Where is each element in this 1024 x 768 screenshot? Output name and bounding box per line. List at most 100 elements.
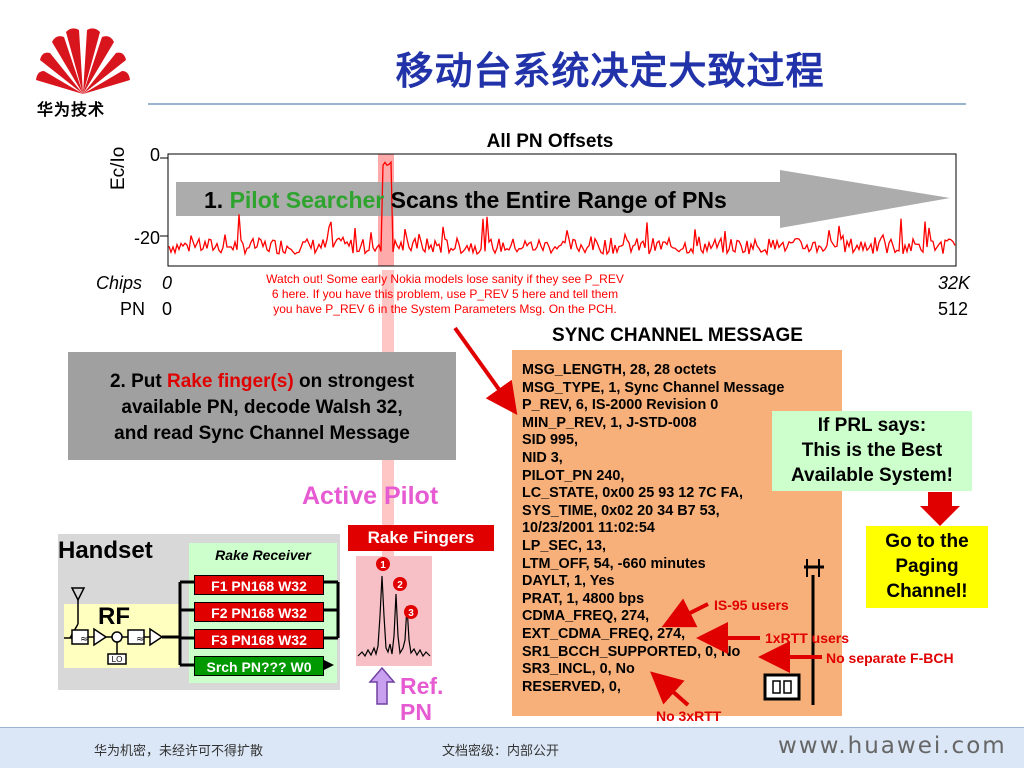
slide-title: 移动台系统决定大致过程 — [395, 48, 825, 93]
step2-suffix: on strongest — [298, 371, 415, 392]
prl-line-1: If PRL says: — [817, 415, 927, 436]
handset-wiring: ≈ ≈ LO — [64, 580, 340, 670]
handset-title: Handset — [58, 537, 153, 564]
finger-panel — [356, 556, 432, 666]
searcher-output-arrow — [324, 660, 334, 670]
step2-highlight: Rake finger(s) — [166, 371, 294, 392]
sync-message-line: LTM_OFF, 54, -660 minutes — [522, 555, 706, 572]
rake-finger-1: F1 PN168 W32 — [194, 575, 324, 595]
rake-finger-2: F2 PN168 W32 — [194, 602, 324, 622]
y-tick-bottom: -20 — [134, 228, 161, 248]
sync-message-line: P_REV, 6, IS-2000 Revision 0 — [522, 397, 719, 414]
no3x-arrow — [650, 671, 690, 707]
warning-note: Watch out! Some early Nokia models lose … — [205, 272, 685, 317]
step2-line-1: 2. Put Rake finger(s) on strongest — [68, 369, 456, 395]
warning-arrow — [453, 326, 518, 416]
finger-marker-3: 3 — [404, 605, 418, 619]
pn-scan-chart: 1. Pilot Searcher Scans the Entire Range… — [160, 153, 957, 267]
footer-url: www.huawei.com — [778, 733, 1007, 759]
sync-message-title: SYNC CHANNEL MESSAGE — [552, 325, 803, 346]
footer-band — [0, 728, 1024, 768]
paging-line-2: Paging — [895, 556, 959, 577]
sync-message-line: RESERVED, 0, — [522, 678, 621, 695]
step2-prefix: 2. Put — [109, 371, 162, 392]
warning-line-1: Watch out! Some early Nokia models lose … — [266, 272, 624, 286]
footer-confidential: 华为机密，未经许可不得扩散 — [94, 744, 264, 759]
rf-label: RF — [98, 603, 130, 630]
chart-frame — [167, 153, 957, 267]
no3x-annotation: No 3xRTT — [656, 708, 722, 724]
base-station-icon — [763, 559, 824, 705]
prl-line-2: This is the Best — [801, 440, 943, 461]
rtt1x-annotation: 1xRTT users — [765, 630, 850, 646]
finger-mark-3: 3 — [408, 608, 414, 619]
sync-message-line: CDMA_FREQ, 274, — [522, 608, 650, 625]
active-pilot-label: Active Pilot — [302, 482, 439, 510]
finger-mark-2: 2 — [397, 580, 403, 591]
amplifier-icon — [93, 627, 108, 647]
chips-label: Chips — [96, 273, 143, 293]
lo-label: LO — [112, 655, 123, 664]
warning-line-3: you have P_REV 6 in the System Parameter… — [273, 302, 617, 316]
antenna-icon — [70, 587, 86, 602]
finger-trace — [357, 575, 431, 658]
sync-message-line: SR3_INCL, 0, No — [522, 661, 635, 678]
step2-line-2: available PN, decode Walsh 32, — [121, 397, 403, 418]
no-fbch-annotation: No separate F-BCH — [826, 650, 954, 666]
sync-message-line: PRAT, 1, 4800 bps — [522, 590, 645, 607]
ref-pn-line-2: PN — [400, 699, 432, 725]
chart-title: All PN Offsets — [486, 131, 614, 152]
chips-end: 32K — [938, 273, 971, 293]
sync-message-line: MSG_TYPE, 1, Sync Channel Message — [522, 379, 785, 396]
svg-text:1. Pilot Searcher Scan: 1. Pilot Searcher Scans the Entire Range… — [204, 187, 727, 213]
footer-classification: 文档密级：内部公开 — [442, 744, 560, 759]
step2-line-3: and read Sync Channel Message — [114, 423, 410, 444]
prl-line-3: Available System! — [791, 465, 953, 486]
step1-text: Scans the Entire Range of PNs — [391, 187, 727, 213]
finger-peaks-plot: 1 2 3 — [357, 557, 431, 658]
step1-number: 1. — [204, 187, 223, 213]
rake-finger-4: Srch PN??? W0 — [194, 656, 324, 676]
huawei-logo-icon — [36, 28, 130, 94]
sync-message-line: SR1_BCCH_SUPPORTED, 0, No — [522, 643, 741, 660]
ref-pn-label: Ref. PN — [400, 673, 443, 725]
step1-highlight: Pilot Searcher — [230, 187, 385, 213]
down-arrow-icon — [920, 492, 960, 526]
scan-arrow — [176, 170, 950, 228]
pn-start: 0 — [162, 299, 173, 319]
finger-mark-1: 1 — [380, 560, 386, 571]
paging-line-3: Channel! — [886, 581, 968, 602]
finger-marker-2: 2 — [393, 577, 407, 591]
paging-box: Go to the Paging Channel! — [866, 526, 988, 608]
noise-trace — [168, 160, 956, 257]
header-divider — [148, 103, 966, 105]
rake-fingers-label: Rake Fingers — [348, 525, 494, 551]
sync-message-line: EXT_CDMA_FREQ, 274, — [522, 626, 686, 642]
brand-name: 华为技术 — [37, 100, 106, 119]
y-tick-top: 0 — [150, 145, 161, 165]
sync-message-line: SID 995, — [522, 432, 578, 449]
sync-message-line: SYS_TIME, 0x02 20 34 B7 53, — [522, 502, 720, 519]
sync-message-line: NID 3, — [522, 450, 563, 466]
svg-text:≈: ≈ — [136, 634, 144, 645]
sync-message-line: LC_STATE, 0x00 25 93 12 7C FA, — [522, 485, 744, 502]
rake-receiver-label: Rake Receiver — [215, 547, 311, 563]
is95-annotation: IS-95 users — [714, 597, 789, 613]
sync-message-line: 10/23/2001 11:02:54 — [522, 520, 655, 537]
footer-divider — [0, 727, 1024, 728]
rake-finger-3: F3 PN168 W32 — [194, 629, 324, 649]
sync-message-line: MSG_LENGTH, 28, 28 octets — [522, 362, 717, 378]
prl-box: If PRL says: This is the Best Available … — [772, 411, 972, 491]
finger-marker-1: 1 — [376, 557, 390, 571]
warning-line-2: 6 here. If you have this problem, use P_… — [271, 287, 619, 301]
step2-box: 2. Put Rake finger(s) on strongest avail… — [68, 352, 456, 460]
mixer-icon — [111, 631, 123, 643]
sync-message-line: PILOT_PN 240, — [522, 467, 625, 484]
up-arrow-icon — [368, 666, 396, 705]
sync-message-line: DAYLT, 1, Yes — [522, 573, 615, 590]
svg-text:≈: ≈ — [80, 634, 88, 645]
sync-message-line: LP_SEC, 13, — [522, 538, 606, 554]
sync-message-line: MIN_P_REV, 1, J-STD-008 — [522, 414, 697, 431]
pn-label: PN — [120, 299, 146, 319]
